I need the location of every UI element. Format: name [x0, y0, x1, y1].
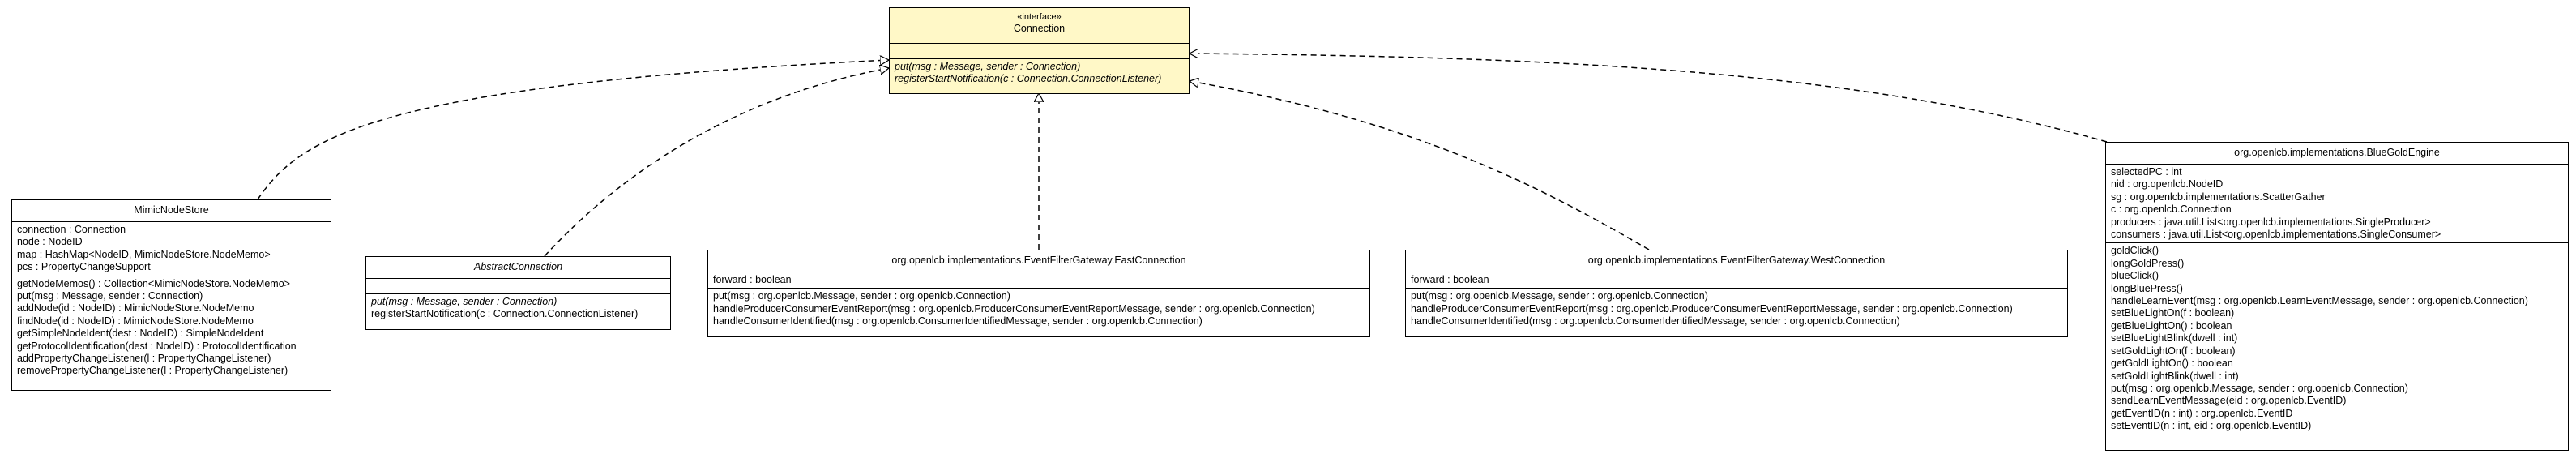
field: node : NodeID: [17, 236, 83, 248]
method: handleLearnEvent(msg : org.openlcb.Learn…: [2111, 295, 2528, 307]
methods-section: put(msg : org.openlcb.Message, sender : …: [708, 289, 1369, 329]
stereotype-label: «interface»: [1017, 12, 1062, 22]
class-name: MimicNodeStore: [12, 200, 331, 222]
field: consumers : java.util.List<org.openlcb.i…: [2111, 229, 2441, 241]
edge-mimic-to-connection: [257, 60, 889, 200]
method: longBluePress(): [2111, 282, 2183, 294]
method: goldClick(): [2111, 245, 2159, 257]
method: registerStartNotification(c : Connection…: [895, 73, 1162, 85]
method: handleConsumerIdentified(msg : org.openl…: [713, 315, 1203, 327]
method: getNodeMemos() : Collection<MimicNodeSto…: [17, 277, 290, 289]
method: setBlueLightOn(f : boolean): [2111, 307, 2235, 319]
method: put(msg : Message, sender : Connection): [371, 296, 557, 307]
field: map : HashMap<NodeID, MimicNodeStore.Nod…: [17, 248, 271, 260]
class-west-connection: org.openlcb.implementations.EventFilterG…: [1405, 250, 2068, 337]
method: setEventID(n : int, eid : org.openlcb.Ev…: [2111, 420, 2312, 432]
method: registerStartNotification(c : Connection…: [371, 308, 639, 320]
method: put(msg : Message, sender : Connection): [895, 61, 1081, 72]
method: longGoldPress(): [2111, 257, 2185, 269]
method: getSimpleNodeIdent(dest : NodeID) : Simp…: [17, 327, 264, 340]
class-connection-header: «interface» Connection: [890, 8, 1189, 44]
methods-section: put(msg : Message, sender : Connection) …: [890, 59, 1189, 88]
fields-section: selectedPC : int nid : org.openlcb.NodeI…: [2106, 165, 2568, 244]
field: nid : org.openlcb.NodeID: [2111, 178, 2224, 190]
class-name: org.openlcb.implementations.BlueGoldEngi…: [2106, 143, 2568, 165]
method: removePropertyChangeListener(l : Propert…: [17, 365, 288, 377]
field: forward : boolean: [1411, 274, 1489, 285]
method: handleConsumerIdentified(msg : org.openl…: [1411, 315, 1900, 327]
fields-section: forward : boolean: [708, 272, 1369, 289]
class-name: org.openlcb.implementations.EventFilterG…: [1406, 250, 2067, 272]
method: getGoldLightOn() : boolean: [2111, 357, 2233, 370]
edge-abstract-to-connection: [544, 68, 889, 257]
method: put(msg : Message, sender : Connection): [17, 290, 203, 302]
class-name: Connection: [1013, 23, 1066, 34]
class-blue-gold-engine: org.openlcb.implementations.BlueGoldEngi…: [2105, 142, 2569, 451]
methods-section: getNodeMemos() : Collection<MimicNodeSto…: [12, 276, 331, 379]
fields-section: [890, 44, 1189, 59]
field: sg : org.openlcb.implementations.Scatter…: [2111, 190, 2326, 203]
field: producers : java.util.List<org.openlcb.i…: [2111, 216, 2431, 228]
method: handleProducerConsumerEventReport(msg : …: [1411, 302, 2013, 315]
field: pcs : PropertyChangeSupport: [17, 261, 151, 273]
method: put(msg : org.openlcb.Message, sender : …: [2111, 382, 2408, 394]
method: handleProducerConsumerEventReport(msg : …: [713, 302, 1315, 315]
method: findNode(id : NodeID) : MimicNodeStore.N…: [17, 315, 254, 327]
method: setGoldLightOn(f : boolean): [2111, 345, 2236, 357]
class-connection: «interface» Connection put(msg : Message…: [889, 7, 1190, 94]
methods-section: put(msg : org.openlcb.Message, sender : …: [1406, 289, 2067, 329]
field: forward : boolean: [713, 274, 792, 285]
fields-section: [366, 279, 670, 294]
method: getProtocolIdentification(dest : NodeID)…: [17, 340, 297, 352]
fields-section: connection : Connection node : NodeID ma…: [12, 222, 331, 276]
methods-section: goldClick() longGoldPress() blueClick() …: [2106, 243, 2568, 434]
method: addPropertyChangeListener(l : PropertyCh…: [17, 353, 271, 365]
method: setBlueLightBlink(dwell : int): [2111, 332, 2238, 345]
method: getBlueLightOn() : boolean: [2111, 319, 2232, 332]
field: selectedPC : int: [2111, 166, 2182, 178]
method: put(msg : org.openlcb.Message, sender : …: [1411, 290, 1708, 302]
method: blueClick(): [2111, 270, 2159, 282]
methods-section: put(msg : Message, sender : Connection) …: [366, 294, 670, 323]
edge-bluegold-to-connection: [1190, 54, 2108, 143]
class-mimic-node-store: MimicNodeStore connection : Connection n…: [11, 199, 331, 391]
method: addNode(id : NodeID) : MimicNodeStore.No…: [17, 302, 254, 315]
field: connection : Connection: [17, 224, 126, 235]
method: sendLearnEventMessage(eid : org.openlcb.…: [2111, 395, 2347, 407]
edge-west-to-connection: [1190, 81, 1650, 250]
method: getEventID(n : int) : org.openlcb.EventI…: [2111, 407, 2293, 419]
class-name: AbstractConnection: [366, 257, 670, 279]
class-abstract-connection: AbstractConnection put(msg : Message, se…: [365, 256, 671, 330]
fields-section: forward : boolean: [1406, 272, 2067, 289]
method: setGoldLightBlink(dwell : int): [2111, 370, 2239, 382]
field: c : org.openlcb.Connection: [2111, 203, 2232, 216]
class-east-connection: org.openlcb.implementations.EventFilterG…: [707, 250, 1370, 337]
method: put(msg : org.openlcb.Message, sender : …: [713, 290, 1010, 302]
class-name: org.openlcb.implementations.EventFilterG…: [708, 250, 1369, 272]
